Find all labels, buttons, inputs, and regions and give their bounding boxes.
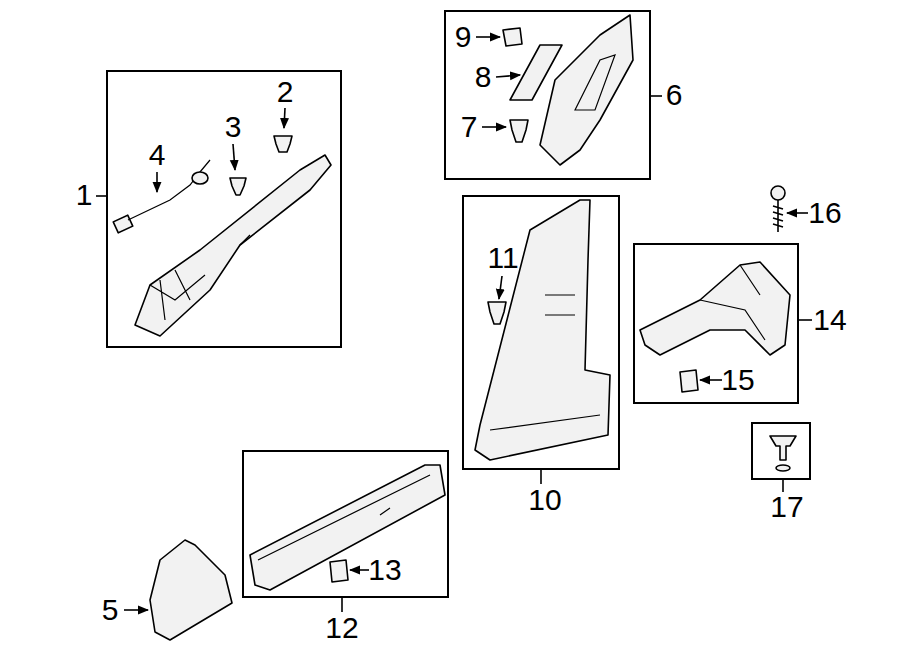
pillar-trim [540,15,633,165]
parts-group-box: 9867 [444,10,651,180]
leader-line [540,470,542,484]
clip [330,560,348,582]
leader-line [782,480,784,492]
parts-group-box: 17 [751,422,811,480]
harness-wire [128,160,210,220]
clip [274,136,292,152]
clip [680,370,698,392]
trim-detail [700,265,765,340]
callout-number: 13 [368,555,401,585]
leader-line [496,75,520,77]
pillar-trim [135,155,331,336]
leader-line [700,379,722,381]
parts-group-box: 1110 [462,195,620,470]
leader-line [350,569,369,571]
parts-group-box: 1312 [242,450,449,598]
connector [113,215,133,233]
trim-detail [575,55,615,110]
clip [488,302,506,324]
leader-line [651,95,662,97]
sill-plate [250,465,445,590]
cover [150,540,232,640]
leader-line [799,319,812,321]
screw-shank [773,200,783,232]
leader-line [284,108,285,128]
trim-detail [150,235,250,320]
callout-number: 5 [102,595,119,625]
harness-clip [192,172,208,184]
callout-number: 3 [225,112,242,142]
callout-number: 12 [325,613,358,643]
cap [503,28,522,46]
callout-number: 6 [666,80,683,110]
clip [510,120,528,142]
washer [776,465,790,471]
leader-line [124,609,148,611]
callout-number: 9 [455,22,472,52]
callout-number: 17 [770,492,803,522]
clip [230,178,246,195]
leader-line [476,36,500,38]
leader-line [787,212,808,214]
parts-group-box: 1415 [633,243,799,404]
leader-line [156,172,158,192]
screw-head [771,186,785,200]
callout-number: 1 [76,180,93,210]
callout-number: 16 [808,198,841,228]
leader-line [96,195,106,197]
callout-number: 11 [487,243,518,273]
callout-number: 4 [149,140,166,170]
callout-number: 2 [277,77,294,107]
pillar-trim [475,200,610,460]
pad [510,45,562,100]
callout-number: 15 [721,365,754,395]
leader-line [233,144,235,170]
leader-line [499,276,502,299]
callout-number: 10 [528,485,561,515]
parts-group-box: 1234 [106,70,342,348]
leader-line [341,598,343,612]
leader-lines [96,37,812,612]
leader-line [482,126,506,128]
callout-number: 14 [813,305,846,335]
quarter-trim [640,262,790,355]
trim-detail [490,295,600,430]
trim-detail [258,475,430,560]
callout-number: 7 [461,112,478,142]
push-pin [770,436,796,460]
callout-number: 8 [475,62,492,92]
